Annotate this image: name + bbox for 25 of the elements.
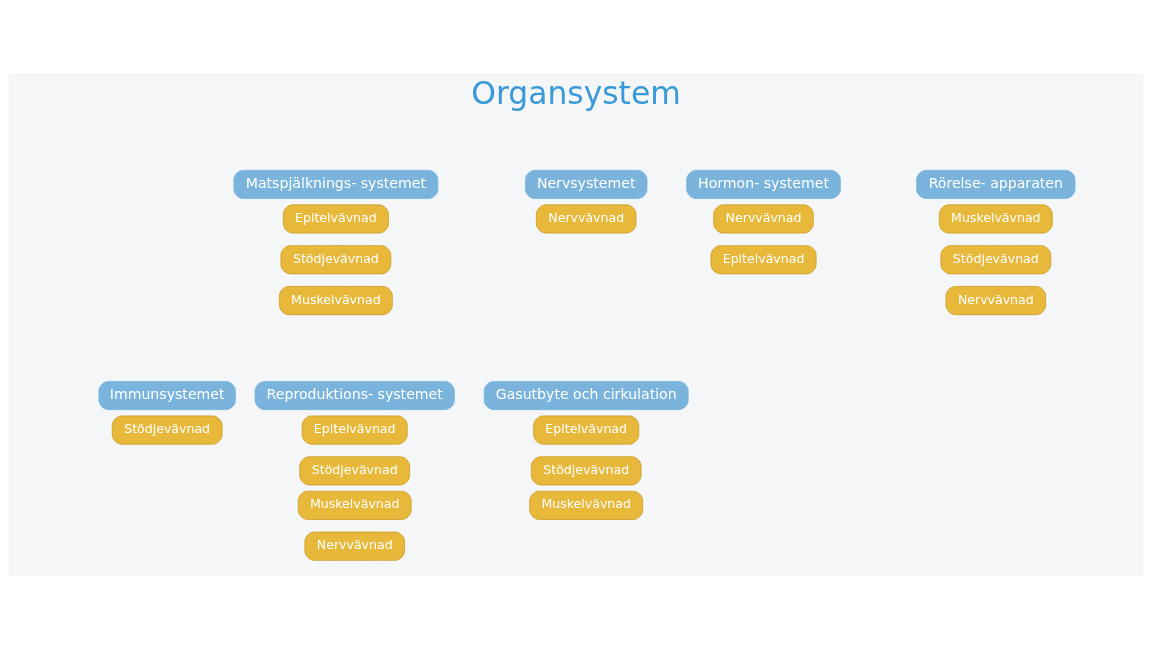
node-box: Matspjälknings- systemet [233,169,439,199]
node-box: Nervsystemet [525,169,648,199]
node-box: Rörelse- apparaten [916,169,1076,199]
node-box: Epitelvävnad [533,415,640,445]
node-box: Stödjevävnad [280,244,392,274]
node-box: Gasutbyte och cirkulation [483,380,689,410]
node-box: Stödjevävnad [530,455,642,485]
node-box: Reproduktions- systemet [254,380,455,410]
node-box: Stödjevävnad [111,415,223,445]
node-box: Nervvävnad [304,531,405,561]
node-box: Epitelvävnad [710,244,817,274]
node-box: Stödjevävnad [940,244,1052,274]
node-box: Epitelvävnad [282,203,389,233]
node-box: Nervvävnad [536,203,637,233]
node-box: Muskelvävnad [279,285,393,315]
node-box: Stödjevävnad [299,455,411,485]
node-box: Epitelvävnad [301,415,408,445]
node-box: Nervvävnad [713,203,814,233]
node-box: Muskelvävnad [297,490,412,520]
node-box: Nervvävnad [945,285,1047,315]
node-box: Muskelvävnad [938,203,1053,233]
node-box: Muskelvävnad [529,490,644,520]
node-box: Hormon- systemet [686,169,841,199]
diagram-title: Organsystem [471,74,681,111]
node-box: Immunsystemet [98,380,236,410]
